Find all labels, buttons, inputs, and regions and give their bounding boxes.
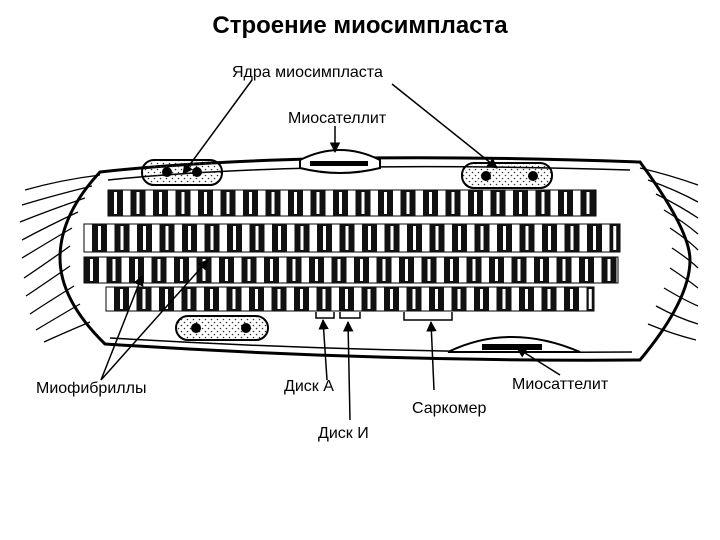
myofibrils-group xyxy=(83,189,621,312)
pointer-arrows xyxy=(100,79,561,421)
label-myosatellite-bottom: Миосаттелит xyxy=(512,376,609,393)
disk-brackets xyxy=(315,312,453,321)
label-disk-a: Диск А xyxy=(284,378,334,395)
nucleus-top-left xyxy=(141,159,223,186)
tendon-fibers-left xyxy=(19,174,101,343)
myofibril-row xyxy=(105,286,595,312)
nucleus-bottom-left xyxy=(175,315,269,341)
myosatellite-bottom xyxy=(447,336,581,353)
label-myosatellite-top: Миосателлит xyxy=(288,110,387,127)
label-disk-i: Диск И xyxy=(318,425,369,442)
myosatellite-top xyxy=(299,149,381,174)
label-sarcomere: Саркомер xyxy=(412,400,487,417)
myofibril-row xyxy=(83,256,619,284)
myofibril-row xyxy=(83,223,621,253)
label-myofibrils: Миофибриллы xyxy=(36,380,147,397)
diagram-title: Строение миосимпласта xyxy=(212,12,508,39)
myofibril-row xyxy=(107,189,597,217)
nucleus-top-right xyxy=(461,162,553,189)
label-nuclei: Ядра миосимпласта xyxy=(232,64,383,81)
tendon-fibers-right xyxy=(639,167,699,341)
